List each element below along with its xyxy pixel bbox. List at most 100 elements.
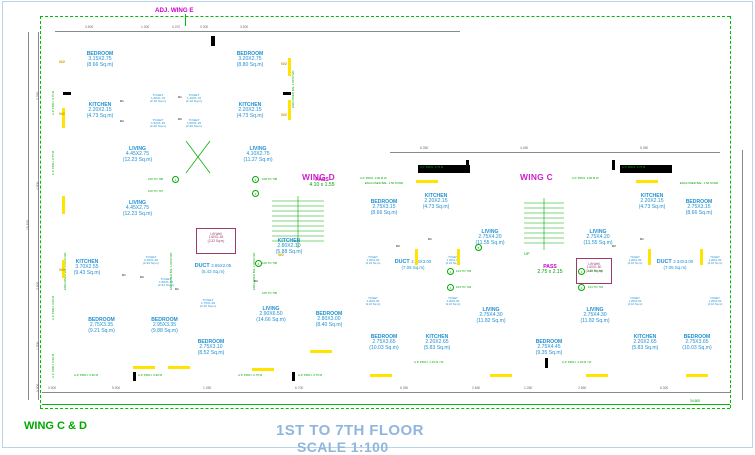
room-name: BEDROOM bbox=[685, 199, 713, 205]
toilet-area: (2.94 Sq.m) bbox=[142, 261, 160, 266]
room-label-d-bed-2: BEDROOM 3.20X2.75 (8.80 Sq.m) bbox=[220, 51, 280, 68]
door-tag-9: D1 bbox=[428, 237, 432, 241]
room-size: 2.20X2.15 bbox=[640, 198, 664, 205]
room-label-d-liv-2: LIVING 4.10X2.75 (11.27 Sq.m) bbox=[222, 146, 294, 163]
room-area: (8.52 Sq.m) bbox=[197, 349, 225, 356]
proj-note-2: A.P. PROJ. 0.90 M bbox=[138, 373, 163, 377]
room-name: LIVING bbox=[481, 229, 499, 235]
room-label-c-bed-4: BEDROOM 2.75X4.45 (9.35 Sq.m) bbox=[523, 339, 575, 356]
room-label-d-liv-4: LIVING 2.90X6.50 (14.66 Sq.m) bbox=[242, 306, 300, 323]
wall-tag-1: W2 bbox=[59, 59, 65, 64]
room-area: (9.21 Sq.m) bbox=[88, 327, 115, 334]
toilet-area: (2.16 Sq.m) bbox=[707, 301, 723, 306]
room-label-c-liv-1: LIVING 2.75X4.20 (11.55 Sq.m) bbox=[463, 229, 517, 246]
wing-e-arrow bbox=[185, 14, 186, 26]
room-area: (8.80 Sq.m) bbox=[236, 61, 264, 68]
room-label-c-duct-2: DUCT 2.34X3.00 (7.05 Sq.m) bbox=[651, 259, 699, 271]
lift-size: 1.60X1.45 bbox=[208, 235, 224, 240]
wall-tag-6: W2 bbox=[278, 252, 284, 257]
room-size: 2.95X3.35 bbox=[152, 322, 177, 329]
room-name: KITCHEN bbox=[424, 193, 448, 199]
toilet-size: 1.20X1.60 bbox=[366, 257, 380, 262]
room-name: LIVING bbox=[129, 200, 146, 206]
toilet-area: (2.40 Sq.m) bbox=[149, 124, 167, 129]
room-label-t15: TOILET 1.20X1.60 (2.16 Sq.m) bbox=[621, 297, 649, 306]
dim-chain-bottom bbox=[42, 392, 730, 393]
room-area: (8.66 Sq.m) bbox=[370, 209, 398, 216]
room-label-t6: TOILET 1.50X1.20 (2.34 Sq.m) bbox=[146, 277, 186, 288]
staircase-cross-icon bbox=[185, 140, 211, 174]
adjacent-wing-label: ADJ. WING E bbox=[155, 7, 194, 14]
door-tag-1: D1 bbox=[178, 95, 182, 99]
selection-highlight-rect[interactable] bbox=[588, 298, 618, 320]
wall-tag-2: W2 bbox=[59, 111, 65, 116]
toilet-area: (2.16 Sq.m) bbox=[365, 301, 381, 306]
dim-left-4: 0.900 bbox=[36, 383, 40, 392]
dim-topright-1: 4.450 bbox=[520, 146, 529, 150]
toilet-name: TOILET bbox=[368, 296, 378, 300]
room-name: BEDROOM bbox=[535, 339, 563, 345]
window-marker bbox=[62, 108, 65, 128]
room-name: PASS bbox=[315, 177, 329, 183]
column bbox=[545, 358, 548, 368]
room-name: LIVING bbox=[129, 146, 146, 152]
room-size: 2.34X3.00 bbox=[411, 259, 432, 264]
window-marker bbox=[370, 374, 392, 377]
window-marker bbox=[490, 374, 512, 377]
room-name: PASS bbox=[543, 264, 557, 270]
room-label-c-bed-5: BEDROOM 2.75X3.65 (10.03 Sq.m) bbox=[673, 334, 721, 351]
room-label-t14: TOILET 1.20X1.60 (2.16 Sq.m) bbox=[701, 256, 729, 265]
room-label-t5: TOILET 2.45X1.20 (2.94 Sq.m) bbox=[131, 255, 171, 266]
dim-left-2: 2.800 bbox=[36, 281, 40, 290]
level-tag-7: 103 TO 703 bbox=[456, 269, 472, 273]
window-marker bbox=[648, 249, 651, 265]
room-area: (8.40 Sq.m) bbox=[315, 321, 343, 328]
unit-tag-5: 4 bbox=[447, 268, 454, 275]
window-marker bbox=[636, 180, 658, 183]
level-tag-6: 104 TO 704 bbox=[456, 285, 472, 289]
room-name: BEDROOM bbox=[86, 51, 114, 57]
room-size: 2.75X4.20 bbox=[586, 234, 610, 241]
room-size: 2.34X3.00 bbox=[673, 259, 694, 264]
sheet-border bbox=[2, 1, 753, 448]
lift-area: (2.32 Sq.m) bbox=[207, 238, 225, 243]
lift-size: 1.60X1.50 bbox=[586, 265, 602, 270]
proj-note-7: A.P. PROJ. 0.75 M bbox=[420, 165, 444, 169]
toilet-size: 1.20X1.70 bbox=[186, 96, 202, 101]
room-area: (4.73 Sq.m) bbox=[638, 203, 666, 210]
up-label: UP bbox=[524, 251, 530, 256]
column bbox=[283, 92, 291, 95]
room-size: 2.20X2.15 bbox=[238, 107, 262, 114]
toilet-area: (2.16 Sq.m) bbox=[707, 260, 723, 265]
room-label-t9: TOILET 1.20X1.60 (2.16 Sq.m) bbox=[359, 256, 387, 265]
room-size: 2.75X4.20 bbox=[478, 234, 502, 241]
lift-name: Lift Well bbox=[210, 232, 222, 236]
door-tag-5: D1 bbox=[122, 273, 126, 277]
room-label-t11: TOILET 1.20X1.60 (2.16 Sq.m) bbox=[359, 297, 387, 306]
room-area: (10.03 Sq.m) bbox=[369, 344, 399, 351]
window-marker bbox=[62, 196, 65, 214]
door-tag-10: D2 bbox=[396, 244, 400, 248]
level-tag-1: 100 TO 707 bbox=[148, 189, 164, 193]
room-name: KITCHEN bbox=[88, 102, 112, 108]
toilet-name: TOILET bbox=[188, 118, 200, 122]
room-size: 4.10 x 1.55 bbox=[309, 182, 335, 189]
room-area: (5.88 Sq.m) bbox=[275, 248, 303, 255]
lift-name: Lift Well bbox=[588, 262, 600, 266]
room-name: BEDROOM bbox=[370, 334, 398, 340]
room-label-t1: TOILET 1.20X1.70 (2.10 Sq.m) bbox=[141, 93, 175, 104]
room-label-c-kit-1: KITCHEN 2.20X2.15 (4.73 Sq.m) bbox=[413, 193, 459, 210]
column bbox=[292, 372, 295, 381]
balcony-note-2: ENCLOSED BAL. 1.50 M WD bbox=[679, 181, 719, 185]
room-size: 2.75X3.15 bbox=[372, 204, 396, 211]
room-label-d-bed-6: BEDROOM 2.80X3.00 (8.40 Sq.m) bbox=[303, 311, 355, 328]
room-name: KITCHEN bbox=[633, 334, 657, 340]
plot-boundary-left bbox=[40, 16, 41, 408]
wall-tag-3: W2 bbox=[281, 61, 287, 66]
column bbox=[211, 36, 215, 46]
room-name: DUCT bbox=[394, 259, 410, 265]
lift-well-d bbox=[196, 228, 236, 254]
dim-top-1: 0.370 bbox=[172, 25, 181, 29]
column bbox=[63, 92, 71, 95]
room-size: 2.20X2.15 bbox=[88, 107, 112, 114]
